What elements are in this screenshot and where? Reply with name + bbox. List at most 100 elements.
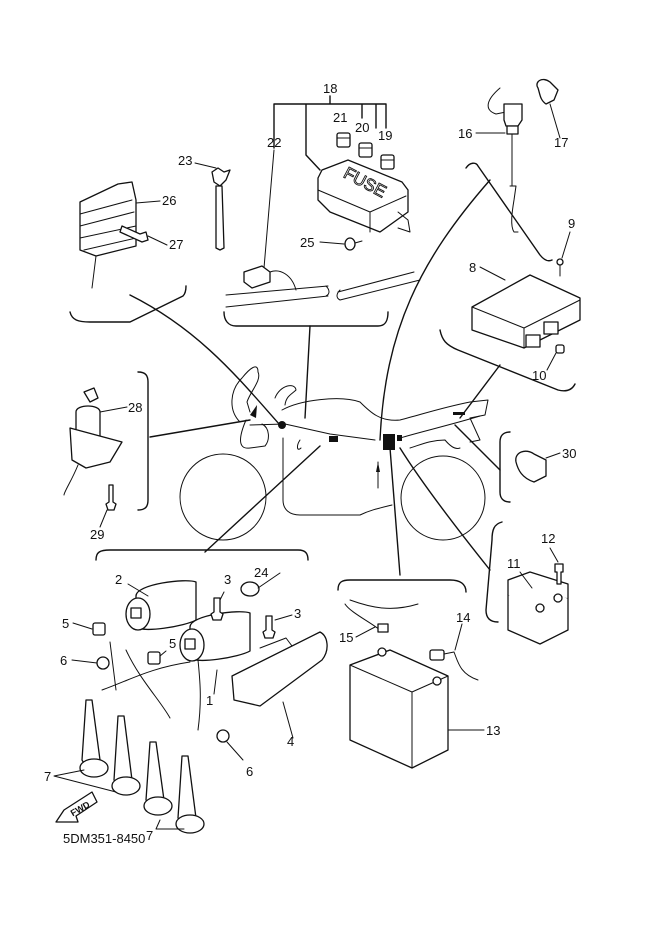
callout-7a: 7 [44, 769, 51, 784]
callout-25: 25 [300, 235, 314, 250]
callout-22: 22 [267, 135, 281, 150]
leader-17 [549, 103, 561, 139]
bracket-clamp30 [499, 431, 511, 503]
callout-18: 18 [323, 81, 337, 96]
leader-clamp30 [454, 424, 501, 471]
callout-labels: 18 21 20 19 22 23 25 26 27 16 17 9 8 10 … [44, 81, 576, 843]
callout-7b: 7 [146, 828, 153, 843]
spark-plug-cap-c[interactable] [143, 741, 173, 816]
leader-30 [545, 452, 561, 459]
leader-cdi [459, 364, 501, 419]
rivet-25[interactable] [344, 237, 363, 251]
leader-7a [53, 769, 117, 793]
leader-6b [226, 741, 244, 761]
spark-plug-cap-d[interactable] [175, 755, 205, 834]
leader-14 [454, 623, 463, 651]
fuse-21[interactable] [336, 132, 351, 148]
callout-19: 19 [378, 128, 392, 143]
bracket-sensor [465, 162, 553, 262]
callout-5a: 5 [62, 616, 69, 631]
leader-5b [159, 650, 167, 657]
front-wheel [179, 453, 267, 541]
bolt-27[interactable] [119, 225, 149, 243]
leader-11 [519, 571, 533, 589]
grommet-10[interactable] [555, 344, 565, 354]
callout-9: 9 [568, 216, 575, 231]
fuse-box[interactable]: FUSE [317, 159, 411, 233]
leader-sensor [379, 179, 491, 441]
cdi-unit-8[interactable] [471, 274, 581, 349]
leader-29 [99, 509, 108, 528]
sensor-switch-16[interactable] [487, 87, 523, 233]
engine-outline [282, 437, 393, 516]
battery-location-marker [383, 434, 395, 450]
harness-lead-22 [263, 149, 275, 269]
cdi-location-marker [453, 412, 465, 415]
leader-15 [355, 626, 376, 638]
leader-5a [72, 622, 93, 630]
callout-2: 2 [115, 572, 122, 587]
callout-13: 13 [486, 723, 500, 738]
leader-1 [213, 669, 218, 695]
bolt-29[interactable] [105, 484, 117, 511]
callout-3a: 3 [224, 572, 231, 587]
leader-4 [282, 701, 294, 739]
plug-cap-holder-6a[interactable] [96, 656, 110, 670]
bracket-cdi [439, 329, 576, 392]
bracket-battery [337, 579, 467, 593]
leader-28 [99, 406, 128, 413]
harness-rear [399, 415, 481, 439]
bracket-fuse [223, 311, 389, 327]
leader-2 [127, 583, 149, 597]
arrowhead [376, 462, 380, 472]
rectifier-regulator-26[interactable] [79, 181, 137, 289]
fuse-19[interactable] [380, 154, 395, 170]
clamp-24[interactable] [240, 581, 260, 597]
callout-8: 8 [469, 260, 476, 275]
callout-3b: 3 [294, 606, 301, 621]
bracket-relay [485, 521, 503, 623]
connector-5a[interactable] [92, 622, 106, 636]
battery-13[interactable] [349, 647, 449, 769]
relay-location-marker [397, 435, 402, 441]
leader-27 [147, 235, 168, 246]
plug-cap-holder-6b[interactable] [216, 729, 230, 743]
harness-junction [278, 421, 286, 429]
callout-6a: 6 [60, 653, 67, 668]
leader-main-switch [149, 419, 251, 438]
callout-12: 12 [541, 531, 555, 546]
fuse-callout-tree [273, 95, 387, 171]
fuse-20[interactable] [358, 142, 373, 158]
leader-3a [219, 591, 225, 601]
coil-cover-4[interactable] [231, 631, 328, 707]
bracket-main-switch [137, 371, 149, 511]
screw-9[interactable] [556, 258, 564, 277]
coil-location-marker [329, 436, 338, 442]
clamp-17[interactable] [536, 78, 559, 105]
leader-7b [155, 819, 185, 830]
callout-4: 4 [287, 734, 294, 749]
main-switch-28[interactable] [63, 387, 123, 496]
leader-24 [257, 572, 281, 589]
spark-plug-cap-a[interactable] [79, 699, 109, 778]
callout-28: 28 [128, 400, 142, 415]
clamp-30[interactable] [515, 450, 547, 483]
leader-26 [135, 200, 161, 204]
connector-5b[interactable] [147, 651, 161, 665]
ignition-coil-2[interactable] [125, 580, 197, 631]
starter-relay-11[interactable] [507, 571, 569, 645]
negative-lead-15[interactable] [344, 599, 419, 633]
bracket-regulator [69, 285, 187, 323]
motorcycle-outline [179, 366, 489, 541]
callout-29: 29 [90, 527, 104, 542]
spark-plug-cap-b[interactable] [111, 715, 141, 796]
bolt-3a[interactable] [210, 597, 224, 621]
callout-26: 26 [162, 193, 176, 208]
bolt-3b[interactable] [262, 615, 276, 639]
bolt-12[interactable] [554, 563, 564, 585]
cable-tie-23[interactable] [211, 167, 231, 251]
harness-connector[interactable] [243, 265, 271, 289]
battery-lead-14[interactable] [429, 649, 479, 681]
callout-6b: 6 [246, 764, 253, 779]
